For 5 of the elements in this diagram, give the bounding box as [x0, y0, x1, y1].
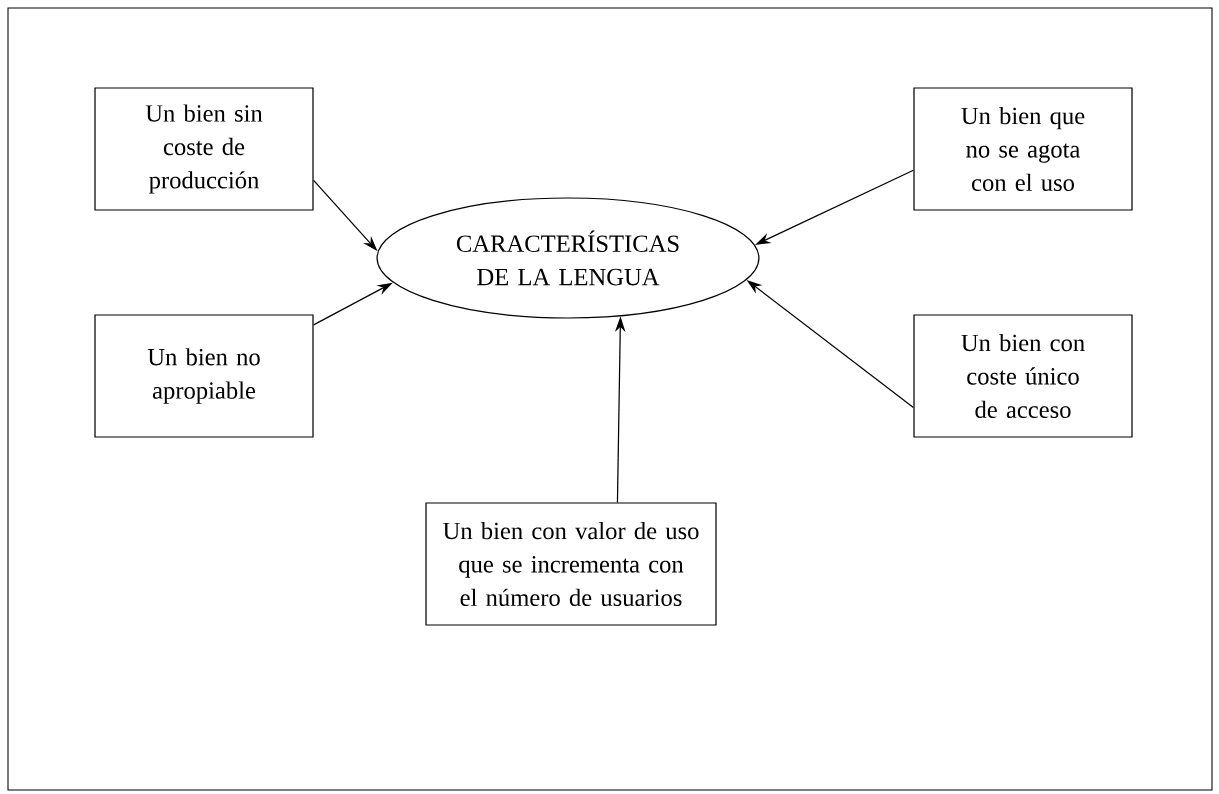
concept-box: Un bien con coste único de acceso [913, 314, 1133, 438]
concept-box: Un bien con valor de uso que se incrementa con el número de usuarios [425, 502, 717, 626]
concept-box: Un bien que no se agota con el uso [913, 87, 1133, 211]
concept-box: Un bien no apropiable [94, 314, 314, 438]
concept-box: Un bien sin coste de producción [94, 87, 314, 211]
